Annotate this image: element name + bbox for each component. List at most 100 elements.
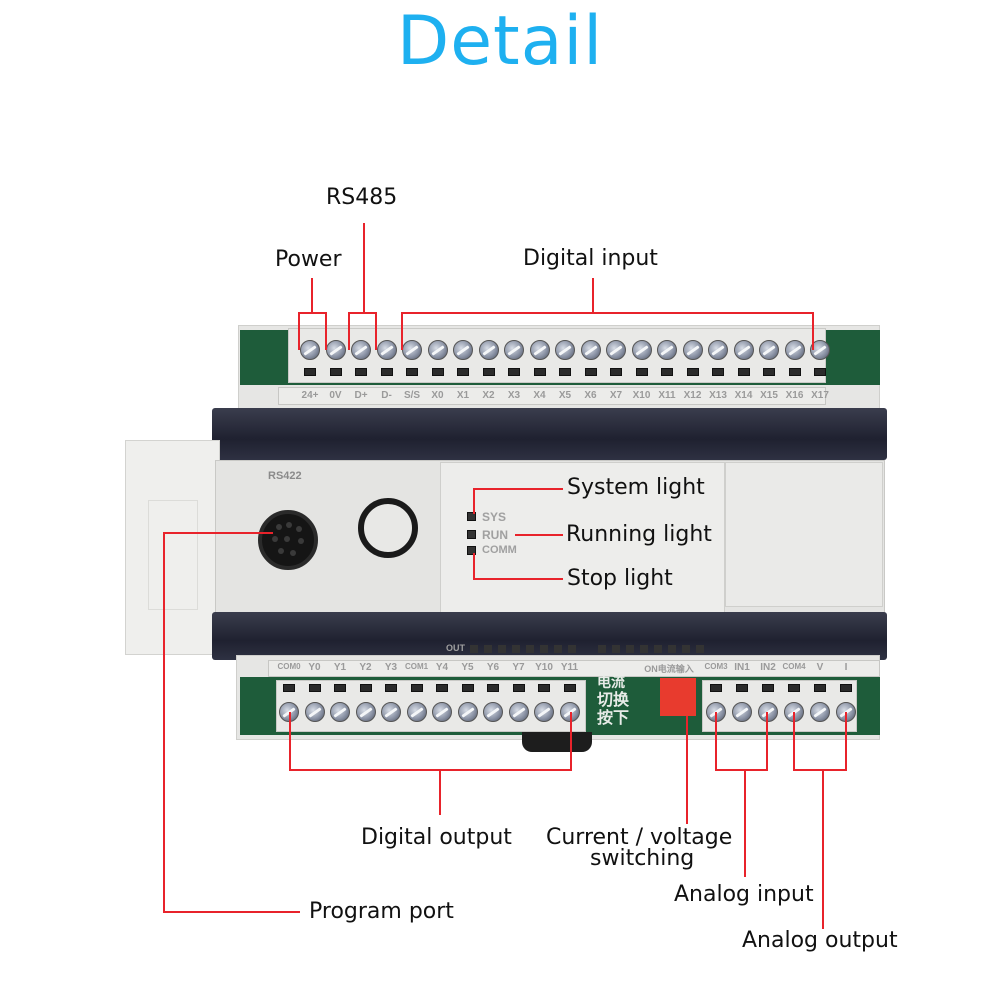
digital-output-label: Y4 [435,662,449,673]
top-terminal-label: X4 [533,390,546,401]
top-terminal-label: X5 [558,390,572,401]
digital-output-bracket-bottom [289,769,572,771]
rs485-bracket-right [375,312,377,350]
rotary-dial[interactable] [358,498,418,558]
top-terminal-screw[interactable] [708,340,728,360]
digital-output-screw[interactable] [483,702,503,722]
door-recess [148,500,198,610]
digital-output-label: Y11 [560,662,579,673]
top-terminal-screw[interactable] [657,340,677,360]
analog-output-bracket-left [793,712,795,770]
top-terminal-screw[interactable] [529,340,550,360]
power-bracket-top [298,312,326,314]
digital-output-label: Y6 [486,662,500,673]
out-label: OUT [446,643,465,653]
stop-light-line-v [473,553,475,579]
top-terminal-screw[interactable] [810,340,830,360]
digital-output-screw[interactable] [432,702,452,722]
digital-output-screw[interactable] [457,702,478,722]
rs422-label: RS422 [268,470,302,482]
top-terminal-label: X14 [734,390,753,401]
rs485-leader-line [363,223,365,313]
digital-output-label: Y10 [535,662,553,673]
analog-output-bracket-bottom [793,769,847,771]
digital-output-screw[interactable] [381,702,401,722]
digital-output-screw[interactable] [559,702,580,722]
digital-output-slot [461,684,474,692]
comm-led [467,546,476,555]
top-terminal-screw[interactable] [504,340,524,360]
analog-terminal-screw[interactable] [732,702,752,722]
top-terminal-screw[interactable] [631,340,652,360]
digital-input-bracket-left [401,312,403,350]
top-terminal-screw[interactable] [759,340,779,360]
program-port-line-h2 [163,911,300,913]
digital-output-screw[interactable] [406,702,427,722]
digital-output-screw[interactable] [330,702,350,722]
top-terminal-label: X17 [811,390,829,401]
digital-output-screw[interactable] [508,702,529,722]
callout-system-light: System light [567,475,705,500]
digital-output-label: Y0 [308,662,321,673]
digital-output-bracket-right [570,712,572,770]
analog-terminal-label: COM4 [782,662,806,671]
run-led-label: RUN [482,528,508,542]
callout-analog-output: Analog output [742,928,898,953]
top-terminal-slot [788,368,801,376]
top-terminal-screw[interactable] [733,340,754,360]
top-terminal-screw[interactable] [427,340,448,360]
program-port-line-v [163,532,165,913]
analog-terminal-screw[interactable] [810,702,830,722]
analog-input-bracket-right [766,712,768,770]
top-terminal-screw[interactable] [580,340,601,360]
top-terminal-screw[interactable] [402,340,422,360]
digital-output-slot [436,684,448,692]
analog-terminal-slot [736,684,748,692]
sys-led-label: SYS [482,510,507,524]
top-terminal-screw[interactable] [555,340,575,360]
switch-cn-line-3: 按下 [597,708,630,727]
top-terminal-label: D+ [354,390,368,401]
top-label-strip [278,387,826,405]
top-terminal-screw[interactable] [682,340,703,360]
rs485-bracket-top [348,312,376,314]
top-terminal-screw[interactable] [325,340,346,360]
sys-led [467,512,476,521]
callout-digital-input: Digital input [523,246,658,271]
output-indicator-row [470,645,704,653]
digital-output-slot [410,684,423,692]
top-terminal-label: X7 [609,390,623,401]
current-voltage-switch[interactable] [660,678,696,716]
top-terminal-screw[interactable] [376,340,397,360]
analog-terminal-screw[interactable] [758,702,778,722]
top-terminal-slot [559,368,571,376]
run-led [467,530,476,539]
top-terminal-slot [533,368,546,376]
stop-light-line-h [473,578,563,580]
analog-input-leader-line [744,769,746,877]
analog-input-bracket-bottom [715,769,768,771]
top-terminal-screw[interactable] [784,340,805,360]
comm-led-label: COMM [482,544,517,556]
digital-output-screw[interactable] [355,702,376,722]
digital-output-screw[interactable] [304,702,325,722]
callout-digital-output: Digital output [361,825,512,850]
top-terminal-label: S/S [403,390,421,401]
top-terminal-screw[interactable] [453,340,473,360]
program-port-connector[interactable] [258,510,318,570]
digital-output-screw[interactable] [534,702,554,722]
top-terminal-slot [431,368,444,376]
top-terminal-slot [406,368,418,376]
top-terminal-screw[interactable] [478,340,499,360]
top-terminal-screw[interactable] [351,340,371,360]
power-bracket-left [298,312,300,350]
top-terminal-screw[interactable] [300,340,320,360]
digital-output-slot [385,684,397,692]
digital-output-label: Y1 [333,662,347,673]
top-terminal-screw[interactable] [606,340,626,360]
top-terminal-label: X12 [683,390,702,401]
port-cover-door[interactable] [125,440,220,655]
switch-label: ON电流输入 [644,664,694,674]
digital-output-terminal-block [276,680,586,732]
digital-output-slot [512,684,525,692]
